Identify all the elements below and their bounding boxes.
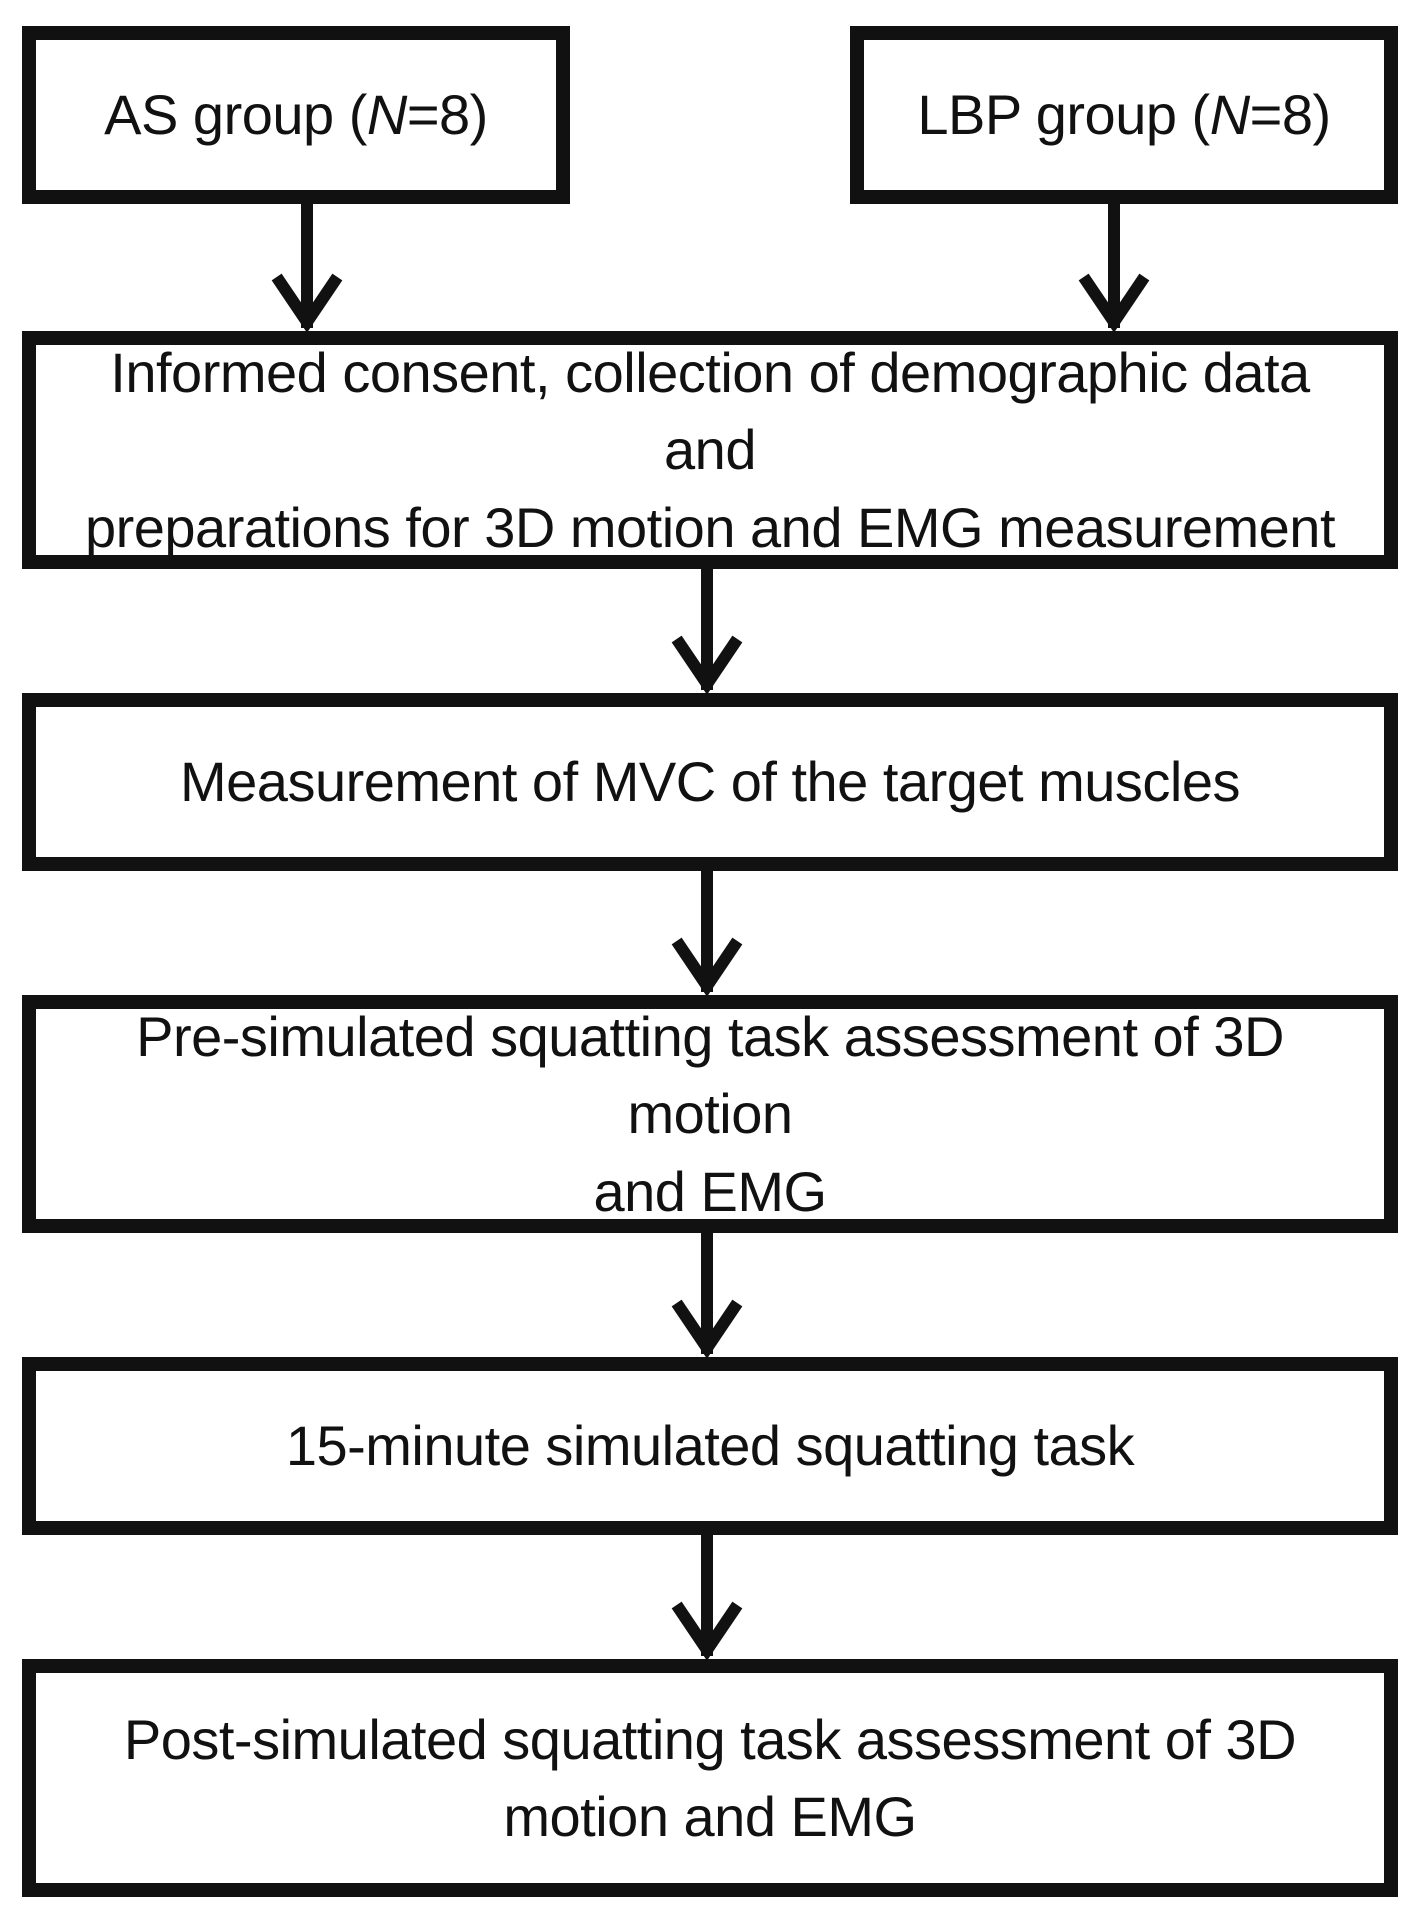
as-group-label: AS group (N=8) (104, 76, 488, 153)
consent-step-box: Informed consent, collection of demograp… (22, 331, 1398, 569)
post-assessment-step-text: Post-simulated squatting task assessment… (123, 1701, 1297, 1856)
squatting-task-step-text: 15-minute simulated squatting task (285, 1407, 1135, 1484)
as-group-n-symbol: N (366, 83, 407, 147)
arrow-pre-to-task (671, 1227, 743, 1359)
arrow-task-to-post (671, 1529, 743, 1661)
post-line-2: motion and EMG (503, 1785, 917, 1848)
arrow-lbp-to-consent (1078, 198, 1150, 333)
pre-assessment-step-text: Pre-simulated squatting task assessment … (76, 998, 1344, 1230)
consent-step-text: Informed consent, collection of demograp… (76, 334, 1344, 566)
lbp-group-n-symbol: N (1209, 83, 1250, 147)
pre-line-1: Pre-simulated squatting task assessment … (136, 1005, 1284, 1146)
lbp-group-prefix: LBP group ( (917, 83, 1210, 147)
squatting-task-step-box: 15-minute simulated squatting task (22, 1357, 1398, 1535)
lbp-group-label: LBP group (N=8) (917, 76, 1332, 153)
lbp-group-box: LBP group (N=8) (850, 26, 1398, 204)
arrow-mvc-to-pre (671, 865, 743, 997)
as-group-prefix: AS group ( (104, 83, 367, 147)
post-line-1: Post-simulated squatting task assessment… (123, 1707, 1297, 1771)
post-assessment-step-box: Post-simulated squatting task assessment… (22, 1659, 1398, 1897)
consent-line-1: Informed consent, collection of demograp… (110, 341, 1310, 482)
mvc-line-1: Measurement of MVC of the target muscles (180, 750, 1241, 814)
task-line-1: 15-minute simulated squatting task (285, 1414, 1135, 1478)
pre-line-2: and EMG (593, 1159, 827, 1223)
mvc-step-text: Measurement of MVC of the target muscles (180, 743, 1241, 820)
consent-line-2: preparations for 3D motion and EMG measu… (84, 495, 1336, 559)
as-group-count: =8) (406, 83, 489, 147)
pre-assessment-step-box: Pre-simulated squatting task assessment … (22, 995, 1398, 1233)
arrow-consent-to-mvc (671, 563, 743, 695)
as-group-box: AS group (N=8) (22, 26, 570, 204)
arrow-as-to-consent (271, 198, 343, 333)
lbp-group-count: =8) (1249, 83, 1332, 147)
mvc-step-box: Measurement of MVC of the target muscles (22, 693, 1398, 871)
